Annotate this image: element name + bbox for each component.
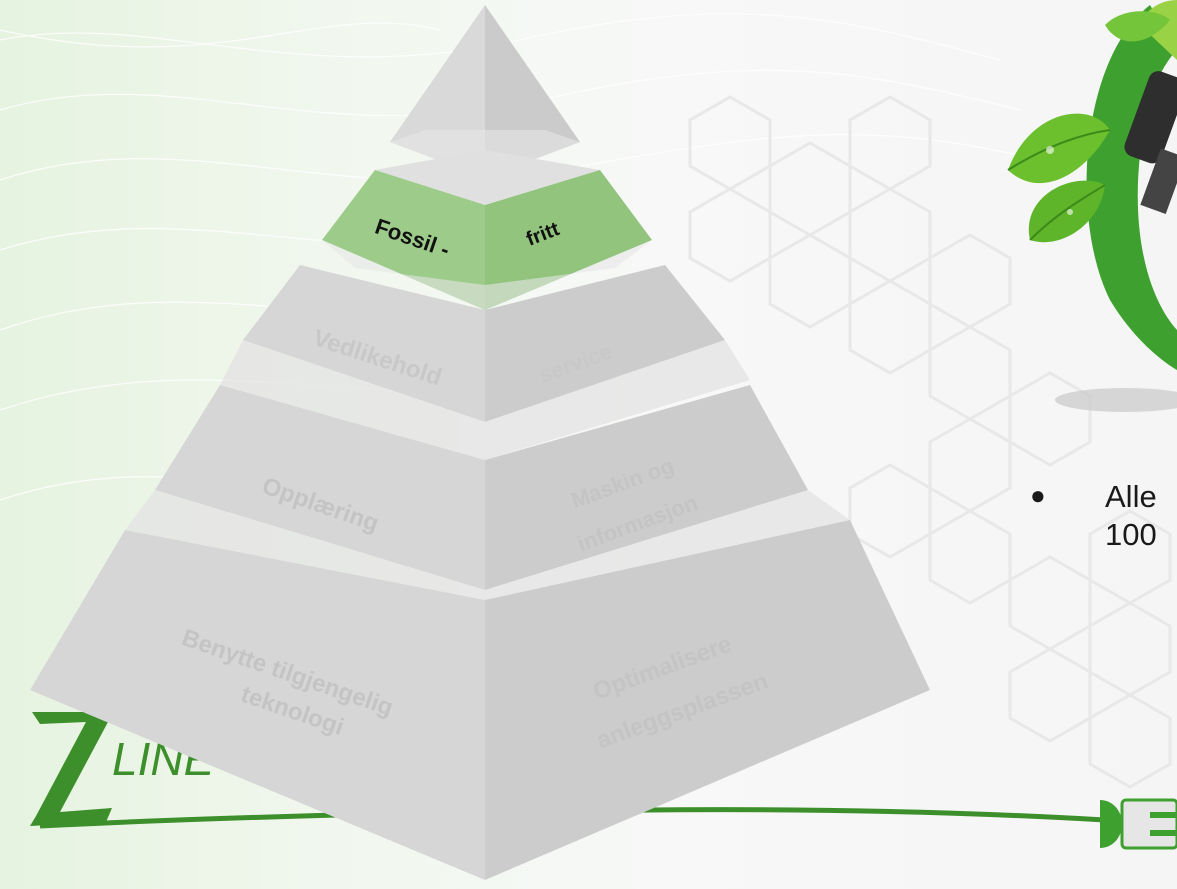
bullet-text-line-2: 100: [1105, 517, 1157, 552]
pyramid-level-2-right: [485, 170, 652, 310]
bullet-text-line-1: Alle: [1105, 479, 1157, 514]
pyramid-level-4-right: [485, 385, 808, 590]
background-hexagons: [688, 95, 1172, 789]
pyramid-level-2-left: [322, 170, 485, 310]
pyramid-level-4-left: [155, 385, 485, 590]
pyramid: [30, 5, 930, 880]
plug-icon: [1100, 798, 1177, 850]
pyramid-level-3-left: [243, 265, 485, 422]
bullet-dot: ●: [1030, 480, 1046, 510]
eco-plug-image: [1007, 0, 1177, 412]
pyramid-level-5-left: [30, 530, 485, 880]
pyramid-level-3-right: [485, 265, 725, 422]
pyramid-level-5-right: [485, 520, 930, 880]
